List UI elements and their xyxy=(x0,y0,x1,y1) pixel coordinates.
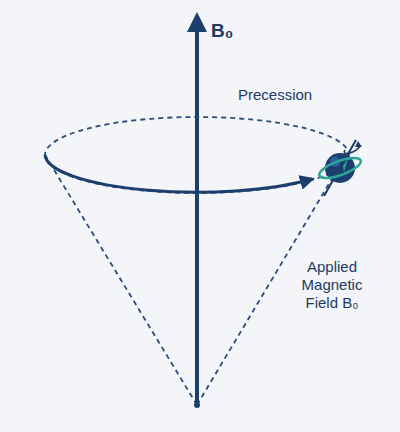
precession-label: Precession xyxy=(238,86,312,104)
field-label: B₀ xyxy=(211,20,233,43)
apex-dot xyxy=(194,402,200,408)
precession-arrow xyxy=(45,155,312,192)
field-arrow xyxy=(195,16,199,405)
field-caption: Applied Magnetic Field B₀ xyxy=(294,258,370,312)
spin-particle xyxy=(317,140,363,196)
